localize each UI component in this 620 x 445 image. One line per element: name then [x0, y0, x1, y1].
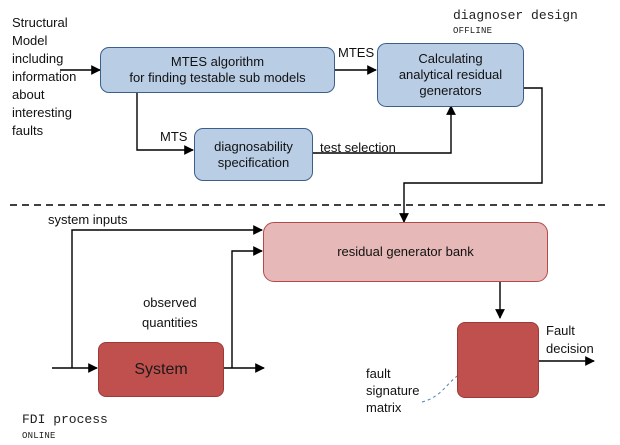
signature-line: fault — [366, 366, 391, 381]
online-section-title: FDI process — [22, 412, 108, 427]
arrow-calculating-to-bank — [399, 87, 543, 223]
arrow-system-inputs-to-bank — [71, 225, 263, 368]
mtes-box-line: MTES algorithm — [170, 54, 265, 69]
fault-signature-matrix-label: fault signature matrix — [366, 365, 419, 416]
observed-line: observed — [143, 295, 197, 310]
note-line: interesting — [12, 105, 72, 120]
system-box: System — [98, 342, 224, 397]
note-line: Structural — [12, 15, 68, 30]
offline-mode-label: OFFLINE — [453, 26, 493, 36]
fault-decision-label: Fault decision — [546, 322, 594, 358]
note-line: about — [12, 87, 45, 102]
arrow-test-selection — [313, 105, 456, 154]
test-selection-edge-label: test selection — [320, 140, 396, 155]
mtes-edge-label: MTES — [338, 45, 375, 60]
calc-box-line: Calculating — [418, 51, 483, 66]
bank-label: residual generator bank — [337, 244, 474, 259]
system-label: System — [134, 360, 188, 378]
fault-decision-box — [457, 322, 539, 398]
note-line: Model — [12, 33, 48, 48]
signature-line: matrix — [366, 400, 402, 415]
structural-model-note: Structural Model including information a… — [12, 14, 76, 140]
note-line: faults — [12, 123, 44, 138]
observed-line: quantities — [142, 315, 198, 330]
mts-edge-label: MTS — [160, 129, 188, 144]
calculating-residual-box: Calculating analytical residual generato… — [377, 43, 524, 107]
system-inputs-label: system inputs — [48, 212, 128, 227]
arrow-mts-to-spec — [136, 92, 194, 155]
spec-box-line: specification — [217, 154, 290, 170]
observed-quantities-label: observed quantities — [142, 293, 198, 333]
offline-section-title: diagnoser design — [453, 8, 578, 23]
note-line: including — [12, 51, 64, 66]
calc-box-line: analytical residual — [398, 67, 503, 82]
note-line: information — [12, 69, 77, 84]
residual-generator-bank-box: residual generator bank — [263, 222, 548, 282]
signature-line: signature — [366, 383, 420, 398]
arrow-observed-to-bank — [231, 246, 263, 368]
calc-box-line: generators — [419, 83, 482, 98]
decision-line: Fault — [546, 323, 575, 338]
online-mode-label: ONLINE — [22, 431, 56, 441]
diagnosability-spec-box: diagnosability specification — [194, 128, 313, 181]
decision-line: decision — [546, 341, 594, 356]
mtes-box-line: for finding testable sub models — [129, 70, 306, 85]
mtes-algorithm-box: MTES algorithm for finding testable sub … — [100, 47, 335, 93]
spec-box-line: diagnosability — [214, 138, 293, 154]
